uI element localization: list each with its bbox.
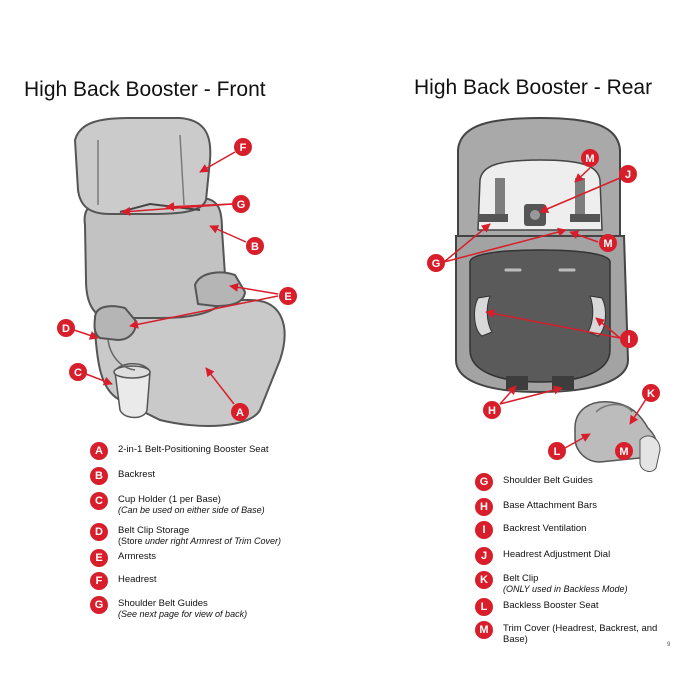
- legend-label: Base Attachment Bars: [503, 500, 597, 511]
- front-callout-badge: A: [231, 403, 249, 421]
- callout-letter: L: [554, 446, 561, 458]
- legend-label: Armrests: [118, 551, 156, 562]
- callout-letter: M: [585, 153, 594, 165]
- legend-label: Trim Cover (Headrest, Backrest, and Base…: [503, 623, 658, 645]
- legend-badge: E: [90, 549, 108, 567]
- legend-label: Backrest: [118, 469, 155, 480]
- rear-callout-badge: H: [483, 401, 501, 419]
- rear-callout-badge: G: [427, 254, 445, 272]
- rear-legend: G Shoulder Belt Guides H Base Attachment…: [475, 473, 675, 648]
- callout-letter: D: [62, 323, 70, 335]
- legend-note: (Store under right Armrest of Trim Cover…: [118, 536, 281, 547]
- legend-badge: G: [90, 596, 108, 614]
- legend-label: Headrest: [118, 574, 157, 585]
- front-callout-badge: G: [232, 195, 250, 213]
- legend-label: Backrest Ventilation: [503, 523, 587, 534]
- callout-letter: K: [647, 388, 655, 400]
- page-number: 9: [667, 642, 671, 648]
- front-callout-badge: E: [279, 287, 297, 305]
- callout-letter: C: [74, 367, 82, 379]
- callout-letter: H: [488, 405, 496, 417]
- front-seat-illustration: [73, 117, 286, 427]
- callout-letter: E: [284, 291, 291, 303]
- legend-badge: D: [90, 523, 108, 541]
- rear-callout-lines: [443, 167, 649, 449]
- rear-callout-badge: L: [548, 442, 566, 460]
- legend-label: Backless Booster Seat: [503, 600, 599, 611]
- legend-note: (Can be used on either side of Base): [118, 505, 265, 515]
- legend-badge: I: [475, 521, 493, 539]
- callout-letter: B: [251, 241, 259, 253]
- callout-letter: A: [236, 407, 244, 419]
- legend-note-part: (Store: [118, 536, 143, 546]
- front-view-title: High Back Booster - Front: [24, 78, 266, 101]
- rear-callout-badge: M: [599, 234, 617, 252]
- legend-label: Belt Clip Storage: [118, 525, 190, 536]
- legend-badge: G: [475, 473, 493, 491]
- legend-badge: L: [475, 598, 493, 616]
- legend-note-part: Armrest of Trim Cover): [190, 536, 282, 546]
- front-legend: A 2-in-1 Belt-Positioning Booster Seat B…: [90, 442, 350, 632]
- legend-label: Headrest Adjustment Dial: [503, 549, 611, 560]
- legend-badge: A: [90, 442, 108, 460]
- legend-badge: M: [475, 621, 493, 639]
- callout-letter: J: [625, 169, 631, 181]
- callout-letter: G: [237, 199, 246, 211]
- legend-badge: B: [90, 467, 108, 485]
- legend-label: Shoulder Belt Guides: [503, 475, 593, 486]
- legend-label: 2-in-1 Belt-Positioning Booster Seat: [118, 444, 269, 455]
- front-callout-badge: C: [69, 363, 87, 381]
- legend-label: Cup Holder (1 per Base): [118, 494, 221, 505]
- callout-letter: G: [432, 258, 441, 270]
- rear-callout-badge: K: [642, 384, 660, 402]
- legend-badge: J: [475, 547, 493, 565]
- front-callout-badge: F: [234, 138, 252, 156]
- front-callout-badge: B: [246, 237, 264, 255]
- legend-badge: F: [90, 572, 108, 590]
- legend-note: (See next page for view of back): [118, 609, 248, 619]
- rear-view-title: High Back Booster - Rear: [414, 76, 653, 99]
- rear-callout-badge: I: [620, 330, 638, 348]
- callout-letter: F: [240, 142, 247, 154]
- callout-letter: M: [603, 238, 612, 250]
- front-callout-lines: [73, 151, 279, 405]
- legend-badge: K: [475, 571, 493, 589]
- legend-badge: H: [475, 498, 493, 516]
- front-callout-badge: D: [57, 319, 75, 337]
- legend-note-part: under right: [142, 536, 191, 546]
- rear-seat-illustration: [455, 116, 661, 472]
- legend-label: Shoulder Belt Guides: [118, 598, 208, 609]
- legend-label: Belt Clip: [503, 573, 539, 584]
- rear-callout-badge: M: [581, 149, 599, 167]
- legend-badge: C: [90, 492, 108, 510]
- callout-letter: I: [627, 334, 630, 346]
- legend-note: (ONLY used in Backless Mode): [503, 584, 628, 594]
- callout-letter: M: [619, 446, 628, 458]
- rear-callout-badge: M: [615, 442, 633, 460]
- rear-callout-badge: J: [619, 165, 637, 183]
